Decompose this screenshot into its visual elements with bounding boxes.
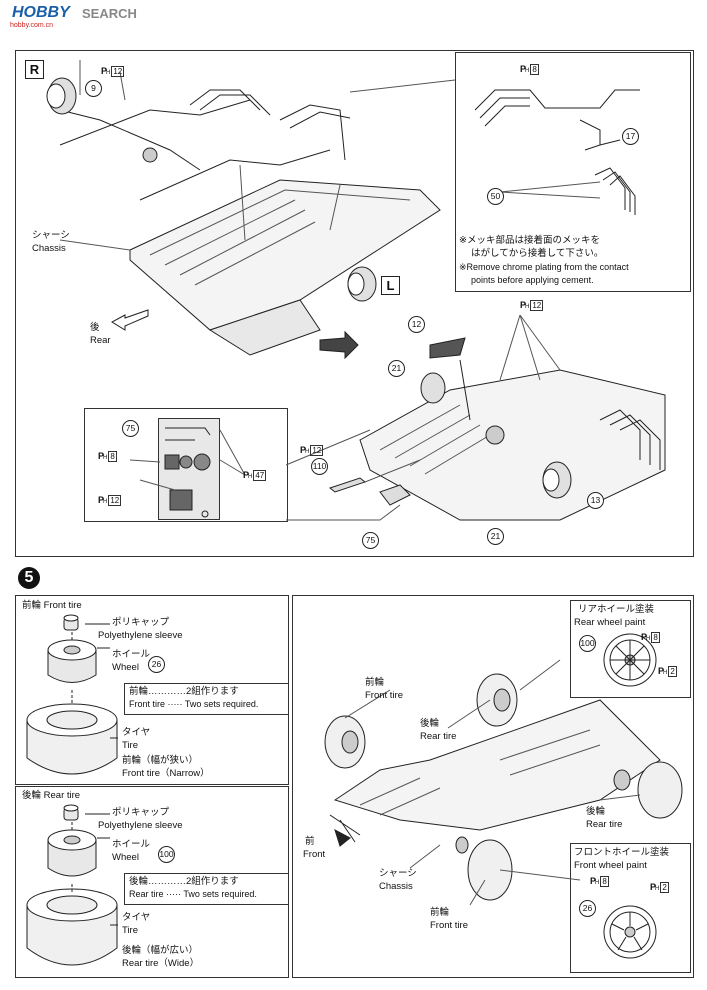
wheel-jp: ホイール bbox=[112, 839, 151, 850]
poly-sleeve-jp: ポリキャップ bbox=[112, 617, 170, 628]
step-number-badge: 5 bbox=[18, 567, 40, 589]
poly-sleeve-jp: ポリキャップ bbox=[112, 807, 170, 818]
label-r-box: R bbox=[25, 60, 44, 79]
poly-sleeve-en: Polyethylene sleeve bbox=[98, 630, 183, 641]
chassis-jp: シャーシ bbox=[379, 868, 417, 879]
site-logo: HOBBY SEARCH hobby.com.cn bbox=[2, 2, 162, 32]
front-sets-en: Front tire ····· Two sets required. bbox=[129, 699, 259, 709]
front-paint-jp: フロントホイール塗装 bbox=[574, 847, 670, 858]
part-100-callout: 100 bbox=[158, 846, 175, 863]
rear-sets-jp: 後輪…………2組作ります bbox=[129, 876, 239, 887]
part-75b-callout: 75 bbox=[362, 532, 379, 549]
chassis-label-jp: シャーシ bbox=[32, 230, 70, 241]
poly-sleeve-en: Polyethylene sleeve bbox=[98, 820, 183, 831]
chrome-note-jp-2: はがしてから接着して下さい。 bbox=[471, 248, 604, 259]
chrome-note-en-2: points before applying cement. bbox=[471, 275, 594, 285]
part-100-callout: 100 bbox=[579, 635, 596, 652]
part-9-callout: 9 bbox=[85, 80, 102, 97]
front-sets-jp: 前輪…………2組作ります bbox=[129, 686, 239, 697]
front-direction-en: Front bbox=[303, 849, 326, 860]
label-l-box: L bbox=[381, 276, 400, 295]
part-26-callout: 26 bbox=[579, 900, 596, 917]
part-21-callout: 21 bbox=[388, 360, 405, 377]
part-110-callout: 110 bbox=[311, 458, 328, 475]
chrome-note-jp-1: ※メッキ部品は接着面のメッキを bbox=[459, 235, 600, 246]
front-paint-en: Front wheel paint bbox=[574, 860, 647, 871]
logo-url: hobby.com.cn bbox=[10, 22, 54, 29]
chassis-en: Chassis bbox=[379, 881, 413, 892]
rear-tire-en: Rear tire bbox=[586, 819, 623, 830]
part-50-callout: 50 bbox=[487, 188, 504, 205]
rear-paint-jp: リアホイール塗装 bbox=[578, 604, 655, 615]
front-tire-jp: 前輪 bbox=[365, 677, 385, 688]
wheel-en: Wheel bbox=[112, 662, 139, 673]
part-75-callout: 75 bbox=[122, 420, 139, 437]
chassis-label-en: Chassis bbox=[32, 243, 66, 254]
part-21b-callout: 21 bbox=[487, 528, 504, 545]
rear-tire-jp: 後輪 bbox=[586, 806, 606, 817]
wheel-en: Wheel bbox=[112, 852, 139, 863]
part-26-callout: 26 bbox=[148, 656, 165, 673]
tire-jp: タイヤ bbox=[122, 912, 151, 923]
wheel-jp: ホイール bbox=[112, 649, 151, 660]
rear-tire-jp: 後輪 bbox=[420, 718, 440, 729]
rear-label-en: Rear bbox=[90, 335, 111, 346]
logo-text: HOBBY bbox=[12, 4, 70, 21]
tire-jp: タイヤ bbox=[122, 727, 151, 738]
front-tire-jp: 前輪 bbox=[430, 907, 450, 918]
rear-sets-note-box bbox=[124, 873, 289, 905]
tire-en: Tire bbox=[122, 740, 139, 751]
part-12-callout: 12 bbox=[408, 316, 425, 333]
front-tire-en: Front tire bbox=[365, 690, 404, 701]
chrome-note-en-1: ※Remove chrome plating from the contact bbox=[459, 262, 629, 272]
part-17-callout: 17 bbox=[622, 128, 639, 145]
front-narrow-jp: 前輪（幅が狭い） bbox=[122, 755, 199, 766]
tire-en: Tire bbox=[122, 925, 139, 936]
rear-sets-en: Rear tire ····· Two sets required. bbox=[129, 889, 257, 899]
rear-wide-jp: 後輪（幅が広い） bbox=[122, 945, 199, 956]
front-tire-header: 前輪 Front tire bbox=[22, 600, 82, 611]
rear-paint-en: Rear wheel paint bbox=[574, 617, 646, 628]
front-sets-note-box bbox=[124, 683, 289, 715]
rear-wide-en: Rear tire（Wide） bbox=[122, 958, 200, 969]
front-tire-en: Front tire bbox=[430, 920, 469, 931]
rear-tire-en: Rear tire bbox=[420, 731, 457, 742]
front-direction-jp: 前 bbox=[305, 836, 315, 847]
logo-suffix: SEARCH bbox=[82, 6, 137, 21]
part-13-callout: 13 bbox=[587, 492, 604, 509]
front-narrow-en: Front tire（Narrow） bbox=[122, 768, 210, 779]
chrome-detail-inset bbox=[455, 52, 691, 292]
rear-tire-header: 後輪 Rear tire bbox=[22, 790, 81, 801]
rear-label-jp: 後 bbox=[90, 322, 100, 333]
